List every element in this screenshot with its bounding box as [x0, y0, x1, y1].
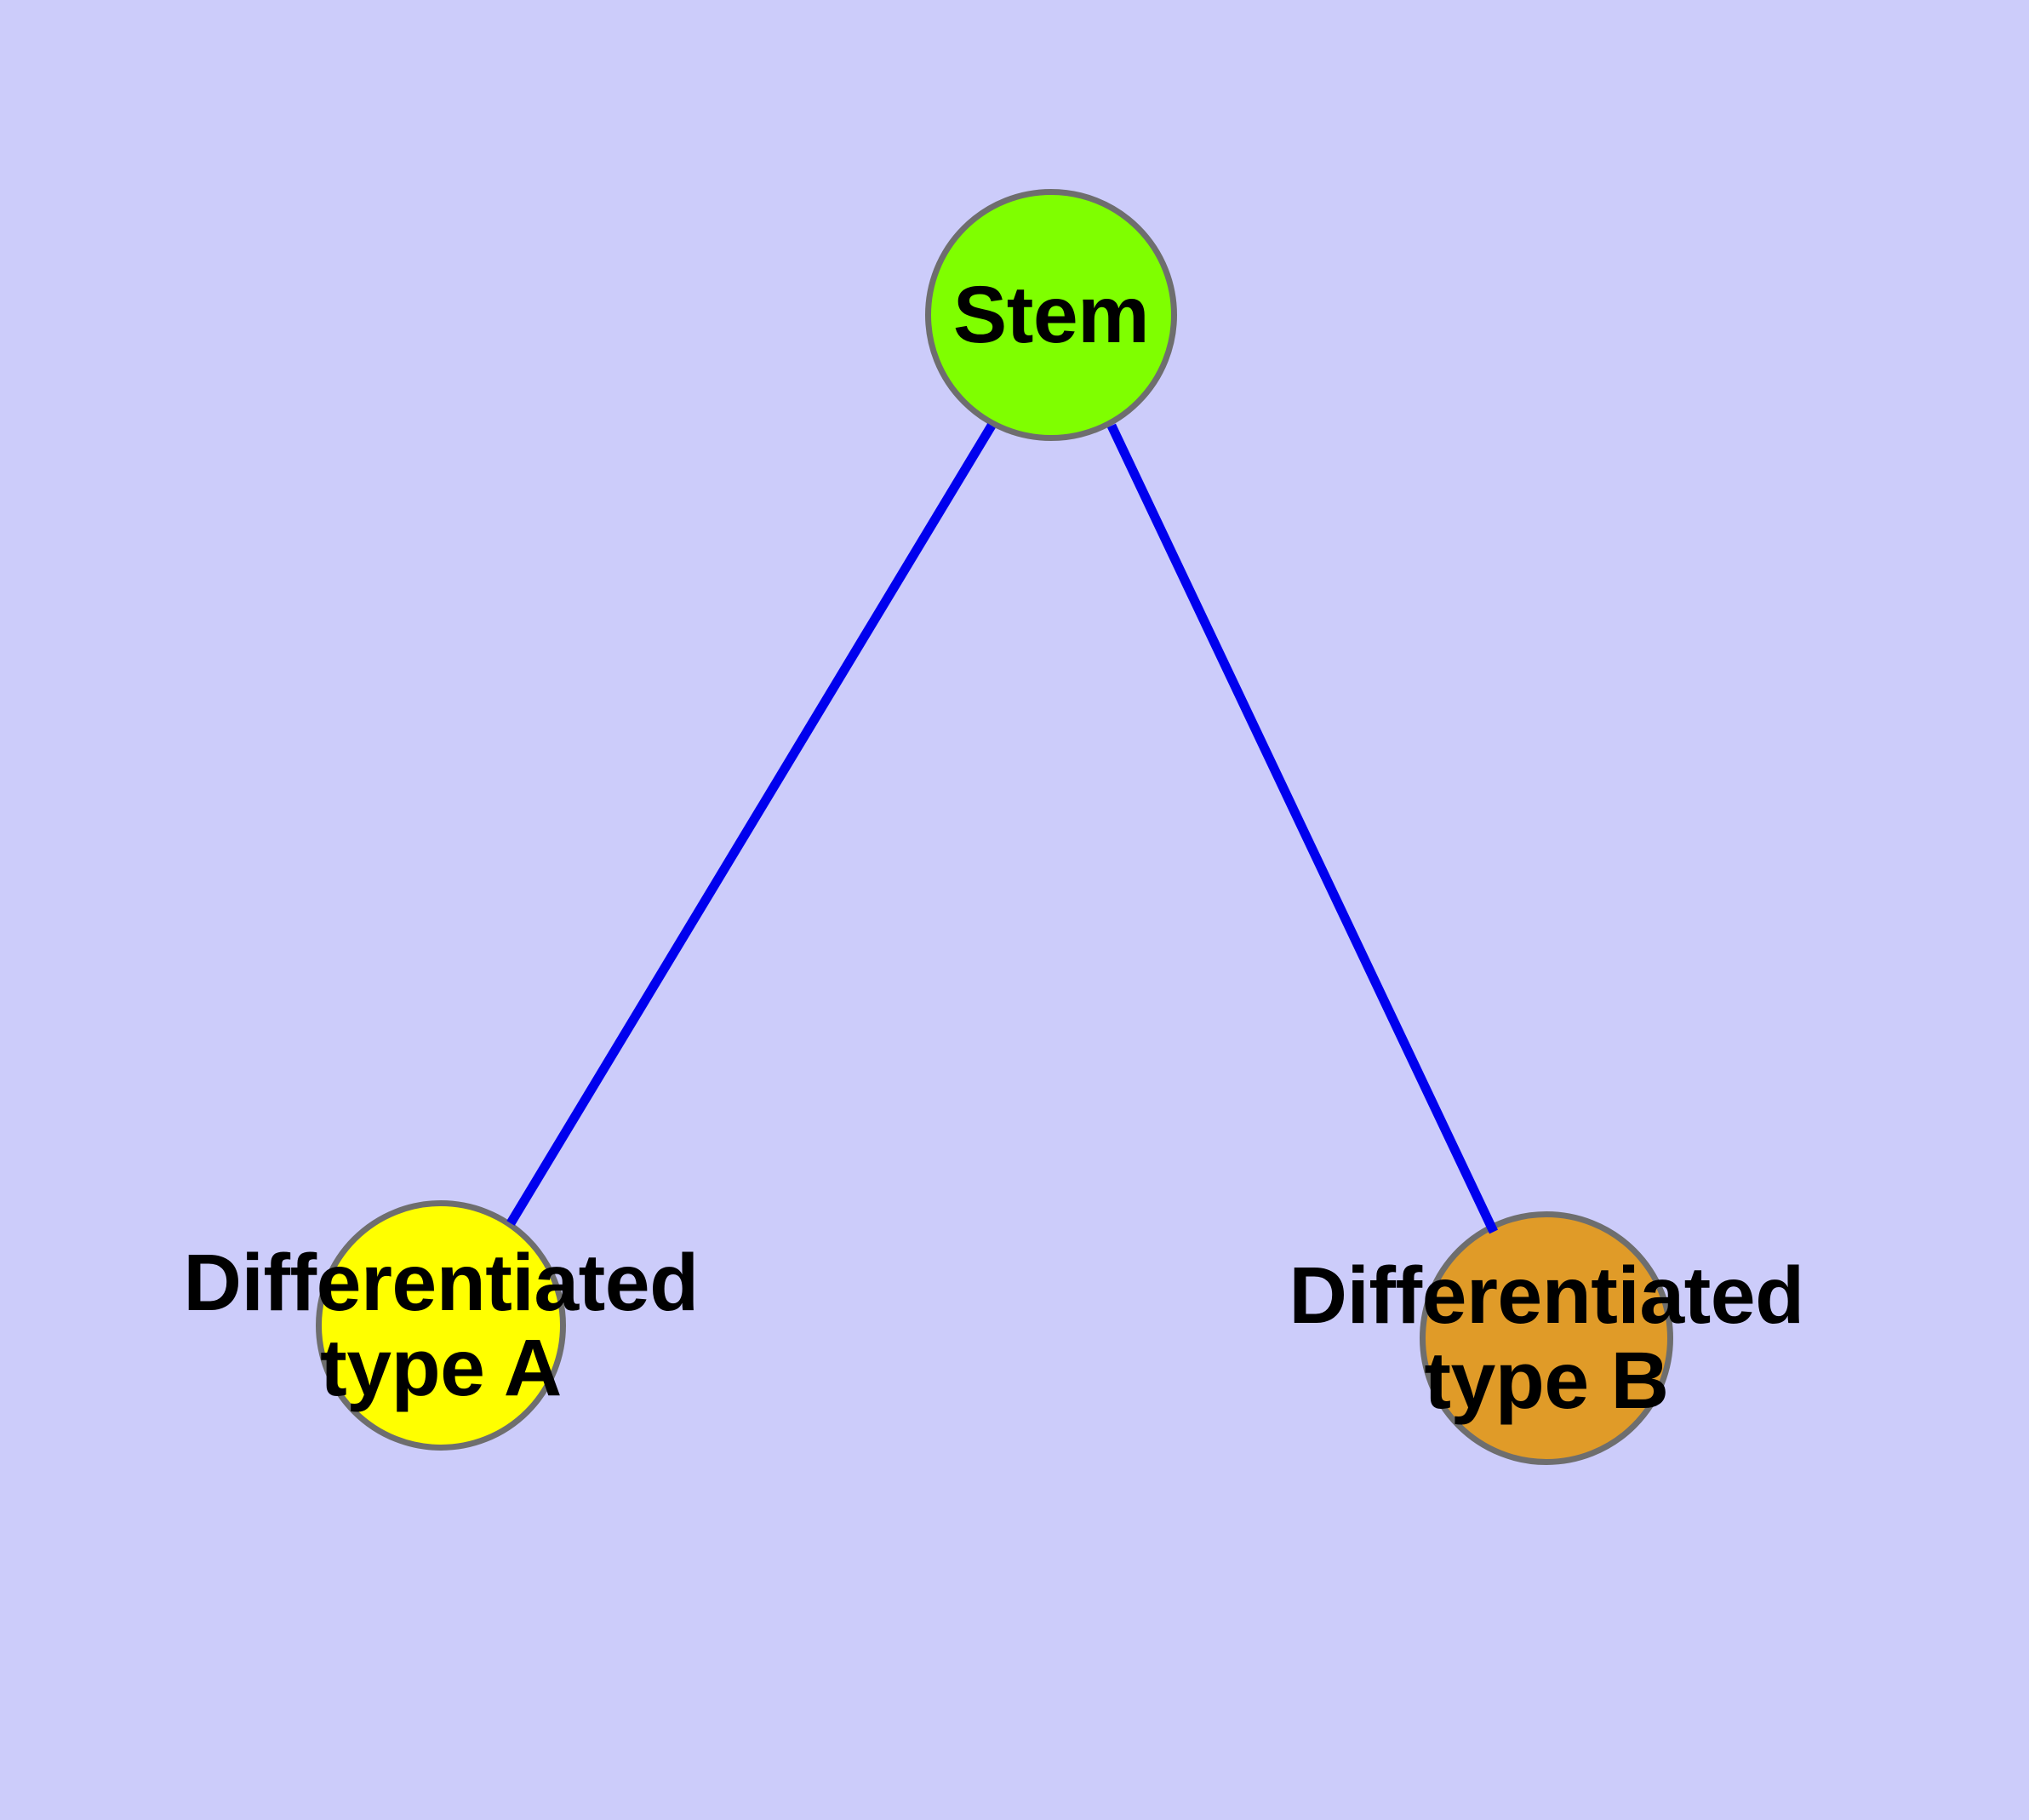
node-stem[interactable]: [925, 189, 1177, 441]
edge-stem-to-type-b[interactable]: [1107, 423, 1498, 1234]
node-differentiated-type-a[interactable]: [316, 1200, 566, 1451]
node-differentiated-type-b[interactable]: [1420, 1211, 1673, 1465]
edge-stem-to-type-a[interactable]: [506, 423, 996, 1226]
